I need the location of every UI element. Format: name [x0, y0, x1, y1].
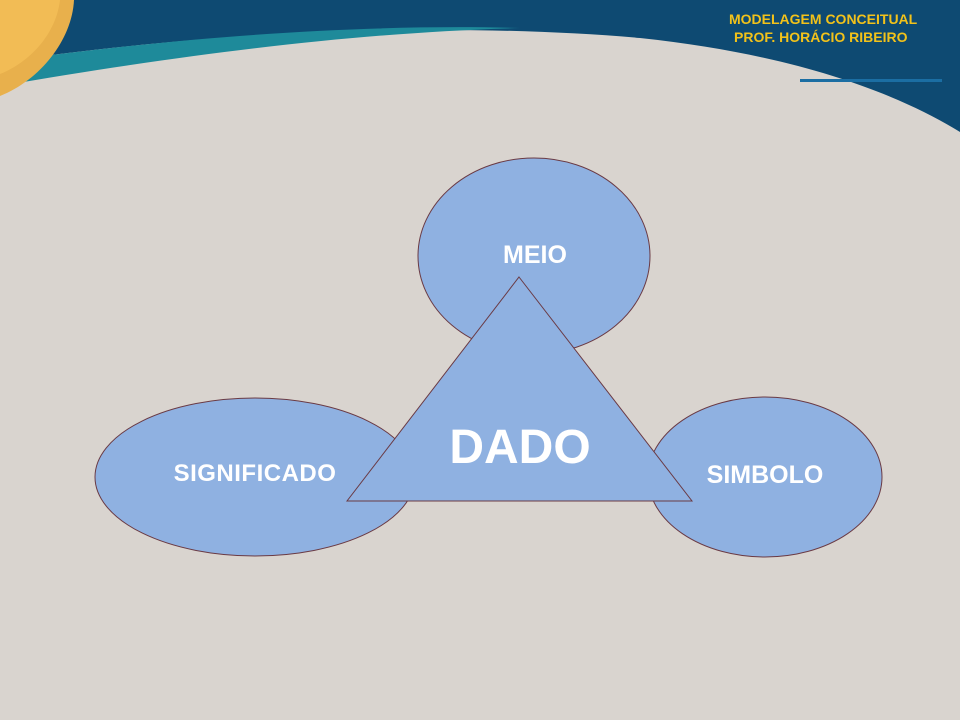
header-orange-arc-inner	[0, 0, 60, 74]
header-rule	[800, 79, 942, 82]
header-title-line2: PROF. HORÁCIO RIBEIRO	[734, 29, 908, 45]
label-significado: SIGNIFICADO	[173, 460, 337, 487]
header-title-line1: MODELAGEM CONCEITUAL	[729, 11, 918, 27]
label-simbolo: SIMBOLO	[706, 461, 824, 489]
label-meio: MEIO	[503, 241, 567, 269]
header-band	[0, 0, 960, 132]
label-dado: DADO	[449, 421, 591, 474]
header-banner	[0, 0, 960, 132]
triangle-dado	[345, 276, 694, 502]
header-title: MODELAGEM CONCEITUAL PROF. HORÁCIO RIBEI…	[700, 10, 950, 46]
header-swoosh-teal	[0, 27, 520, 86]
